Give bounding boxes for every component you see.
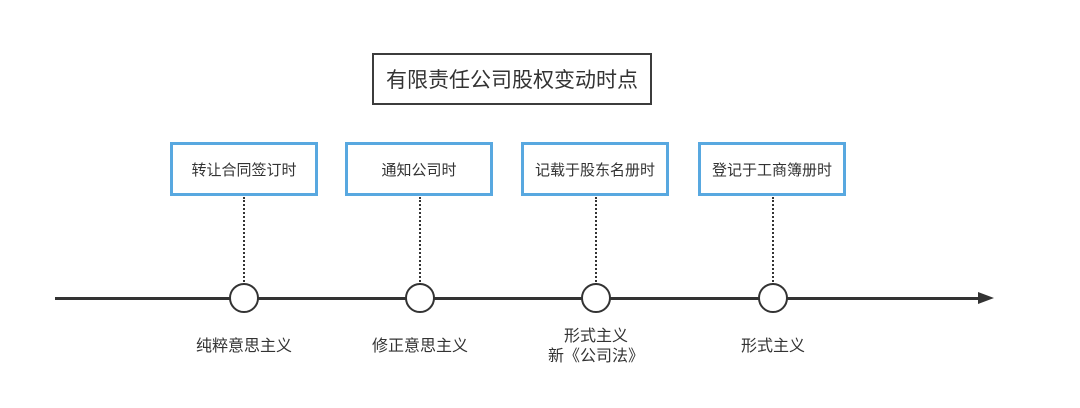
doctrine-label: 形式主义 — [698, 336, 848, 356]
doctrine-label: 纯粹意思主义 — [169, 336, 319, 356]
timeline-node — [229, 283, 259, 313]
event-box-notify-company: 通知公司时 — [345, 142, 493, 196]
connector-line — [595, 197, 597, 285]
doctrine-label: 形式主义 新《公司法》 — [521, 326, 671, 366]
doctrine-text: 新《公司法》 — [547, 346, 644, 365]
connector-line — [419, 197, 421, 285]
doctrine-text: 纯粹意思主义 — [195, 336, 292, 355]
event-box-shareholder-register: 记载于股东名册时 — [521, 142, 669, 196]
diagram-title: 有限责任公司股权变动时点 — [372, 53, 652, 105]
doctrine-text: 形式主义 — [740, 336, 805, 355]
connector-line — [772, 197, 774, 285]
doctrine-label: 修正意思主义 — [345, 336, 495, 356]
timeline-node — [405, 283, 435, 313]
connector-line — [243, 197, 245, 285]
doctrine-text: 修正意思主义 — [371, 336, 468, 355]
event-box-business-registration: 登记于工商簿册时 — [698, 142, 846, 196]
arrow-right-icon — [978, 292, 994, 304]
timeline-axis — [55, 297, 980, 300]
event-box-contract-signing: 转让合同签订时 — [170, 142, 318, 196]
timeline-node — [581, 283, 611, 313]
timeline-node — [758, 283, 788, 313]
doctrine-text: 形式主义 — [563, 326, 628, 345]
